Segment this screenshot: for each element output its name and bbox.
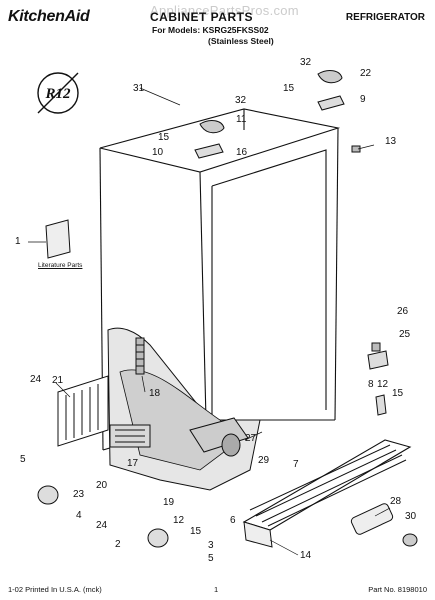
callout-17: 17: [127, 458, 139, 469]
callout-30: 30: [405, 511, 417, 522]
callout-11: 11: [236, 114, 247, 125]
callout-26: 26: [397, 306, 409, 317]
callout-21: 21: [52, 375, 64, 386]
literature-parts-label: Literature Parts: [38, 262, 83, 269]
callout-32a: 32: [235, 95, 247, 106]
filter-cartridge: [350, 503, 418, 547]
category-label: REFRIGERATOR: [345, 12, 425, 23]
callout-9: 9: [360, 94, 366, 105]
kickplate-14: [242, 439, 412, 548]
callout-13: 13: [385, 136, 397, 147]
callout-7: 7: [293, 459, 299, 470]
callout-24b: 24: [96, 520, 108, 531]
callout-12b: 12: [377, 379, 389, 390]
callout-18: 18: [149, 388, 161, 399]
callout-2: 2: [115, 539, 121, 550]
callout-3: 3: [208, 540, 214, 551]
hinge-parts-right: [367, 342, 389, 416]
footer-printed: 1-02 Printed In U.S.A. (mck): [8, 585, 102, 594]
footer-page-number: 1: [214, 585, 219, 594]
callout-15d: 15: [392, 388, 404, 399]
brand-logo: KitchenAid: [8, 8, 90, 25]
callout-29: 29: [258, 455, 270, 466]
callout-14: 14: [300, 550, 312, 561]
leader-lines: [28, 87, 391, 556]
callout-8: 8: [368, 379, 374, 390]
callout-28: 28: [390, 496, 402, 507]
callout-12a: 12: [173, 515, 185, 526]
callout-6: 6: [230, 515, 236, 526]
caster-wheels: [37, 485, 169, 548]
literature-booklet: [45, 219, 71, 259]
callout-5b: 5: [208, 553, 214, 564]
page-title: CABINET PARTS: [150, 10, 253, 24]
r12-badge: R12: [37, 72, 79, 114]
callout-15c: 15: [190, 526, 202, 537]
variant-line: (Stainless Steel): [208, 36, 274, 46]
callout-5a: 5: [20, 454, 26, 465]
callout-4: 4: [76, 510, 82, 521]
callout-23: 23: [73, 489, 85, 500]
models-line: For Models: KSRG25FKSS02: [152, 25, 269, 35]
fan-assembly-27: [189, 417, 249, 457]
callout-1: 1: [15, 236, 21, 247]
footer-part-number: Part No. 8198010: [368, 585, 427, 594]
watermark: AppliancePartsPros.com: [150, 3, 299, 18]
r12-badge-text: R12: [44, 86, 71, 102]
callout-10: 10: [152, 147, 164, 158]
callout-24a: 24: [30, 374, 42, 385]
callout-16: 16: [236, 147, 248, 158]
callout-25: 25: [399, 329, 411, 340]
callout-19: 19: [163, 497, 175, 508]
callout-27: 27: [245, 433, 257, 444]
callout-20: 20: [96, 480, 108, 491]
callout-15a: 15: [158, 132, 170, 143]
callout-15b: 15: [283, 83, 295, 94]
hinge-parts-top: [194, 70, 361, 159]
callout-31: 31: [133, 83, 145, 94]
grille-21: [57, 375, 109, 447]
callout-32b: 32: [300, 57, 312, 68]
callout-22: 22: [360, 68, 372, 79]
